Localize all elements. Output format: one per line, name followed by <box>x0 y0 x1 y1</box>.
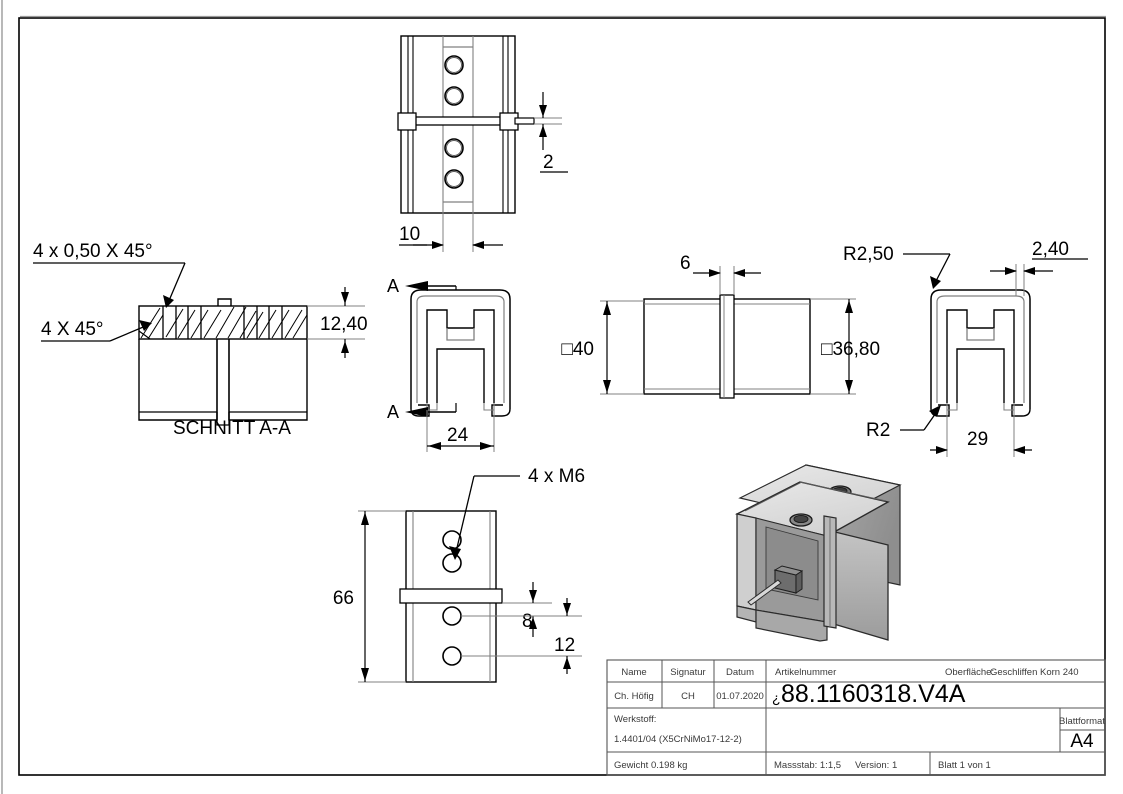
profile-geometry <box>410 289 511 417</box>
section-letter-a-bottom: A <box>387 402 399 422</box>
dimension-29-text: 29 <box>967 429 988 450</box>
dimension-6-text: 6 <box>680 253 691 274</box>
section-aa-geometry <box>138 298 308 426</box>
title-block: Name Signatur Datum Artikelnummer Oberfl… <box>606 659 1106 776</box>
title-material-label: Werkstoff: <box>614 714 656 725</box>
title-value-signature: CH <box>681 691 695 702</box>
callout-r2 <box>900 405 941 431</box>
title-sheet-count: Blatt 1 von 1 <box>938 760 991 771</box>
view-profile-right: R2,50 R2 2,40 <box>843 239 1088 457</box>
dimension-2 <box>534 92 568 173</box>
title-weight: Gewicht 0.198 kg <box>614 760 687 771</box>
title-value-name: Ch. Höfig <box>614 691 654 702</box>
title-material-value: 1.4401/04 (X5CrNiMo17-12-2) <box>614 734 742 745</box>
dimension-1240 <box>307 287 365 358</box>
callout-4xm6-text: 4 x M6 <box>528 466 585 487</box>
callout-chamfer-45 <box>41 320 152 342</box>
dimension-66 <box>358 510 406 683</box>
dimension-12 <box>461 598 582 674</box>
callout-chamfer-45-text: 4 X 45° <box>41 319 104 340</box>
callout-4xm6 <box>449 475 520 560</box>
title-value-date: 01.07.2020 <box>716 691 764 702</box>
dimension-1240-text: 12,40 <box>320 314 368 335</box>
title-sheet-format-value: A4 <box>1070 731 1094 752</box>
front-geometry <box>643 294 811 399</box>
callout-chamfer-050 <box>33 262 186 308</box>
title-header-article-number: Artikelnummer <box>775 667 836 678</box>
view-top: 2 10 <box>397 35 568 252</box>
dimension-29 <box>930 405 1032 457</box>
dimension-10-text: 10 <box>399 224 420 245</box>
article-number-prefix: ¿ <box>772 690 781 706</box>
right-profile-geometry <box>930 289 1031 417</box>
dimension-square-3680 <box>810 298 856 395</box>
dimension-square-40-text: □40 <box>561 339 594 360</box>
title-header-name: Name <box>621 667 646 678</box>
section-letter-a-top: A <box>387 276 399 296</box>
dimension-24 <box>426 405 495 452</box>
section-mark-top <box>405 281 457 291</box>
view-isometric-3d <box>734 464 902 642</box>
dimension-12-text: 12 <box>554 635 575 656</box>
bottom-view-geometry <box>399 510 503 683</box>
article-number-value: 88.1160318.V4A <box>781 680 966 708</box>
view-bottom: 4 x M6 66 8 <box>333 466 585 683</box>
title-header-surface-value: Geschliffen Korn 240 <box>990 667 1079 678</box>
callout-r250 <box>903 253 951 289</box>
section-aa-label: SCHNITT A-A <box>173 418 291 439</box>
dimension-square-40 <box>600 300 644 395</box>
dimension-240 <box>990 258 1088 296</box>
dimension-240-text: 2,40 <box>1032 239 1069 260</box>
title-scale: Massstab: 1:1,5 <box>774 760 841 771</box>
view-section-aa: 4 x 0,50 X 45° 4 X 45° 12,40 SCHNITT A-A <box>33 241 368 439</box>
title-header-date: Datum <box>726 667 754 678</box>
dimension-square-3680-text: □36,80 <box>821 339 880 360</box>
title-sheet-format-label: Blattformat <box>1059 716 1105 727</box>
dimension-6 <box>693 266 761 295</box>
top-view-geometry <box>397 35 535 214</box>
dimension-24-text: 24 <box>447 425 469 446</box>
dimension-2-text: 2 <box>543 152 554 173</box>
title-header-signature: Signatur <box>670 667 705 678</box>
callout-chamfer-050-text: 4 x 0,50 X 45° <box>33 241 153 262</box>
view-front: 6 □40 □36,80 <box>561 253 880 399</box>
view-profile-left: A A 24 <box>387 276 511 452</box>
dimension-10 <box>399 213 503 252</box>
callout-r2-text: R2 <box>866 420 890 441</box>
title-header-surface-label: Oberfläche: <box>945 667 994 678</box>
title-version: Version: 1 <box>855 760 897 771</box>
callout-r250-text: R2,50 <box>843 244 894 265</box>
dimension-66-text: 66 <box>333 588 354 609</box>
dimension-8-text: 8 <box>522 611 533 632</box>
